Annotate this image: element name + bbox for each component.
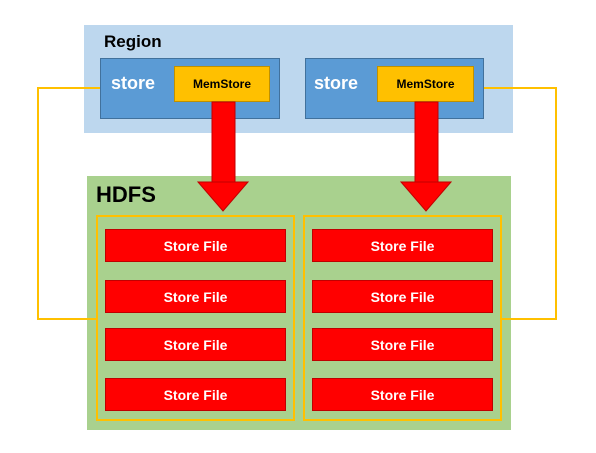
store-file-2-1: Store File bbox=[312, 229, 493, 262]
store-file-2-3: Store File bbox=[312, 328, 493, 361]
store-file-2-2: Store File bbox=[312, 280, 493, 313]
region-title: Region bbox=[104, 32, 162, 51]
store-file-1-3: Store File bbox=[105, 328, 286, 361]
store-file-1-4: Store File bbox=[105, 378, 286, 411]
memstore-box-1: MemStore bbox=[174, 66, 270, 102]
store-file-1-2: Store File bbox=[105, 280, 286, 313]
memstore-box-2: MemStore bbox=[377, 66, 474, 102]
store-file-1-1: Store File bbox=[105, 229, 286, 262]
hdfs-title: HDFS bbox=[96, 182, 156, 207]
store-label-2: store bbox=[314, 73, 359, 93]
store-file-2-4: Store File bbox=[312, 378, 493, 411]
store-label-1: store bbox=[111, 73, 156, 93]
